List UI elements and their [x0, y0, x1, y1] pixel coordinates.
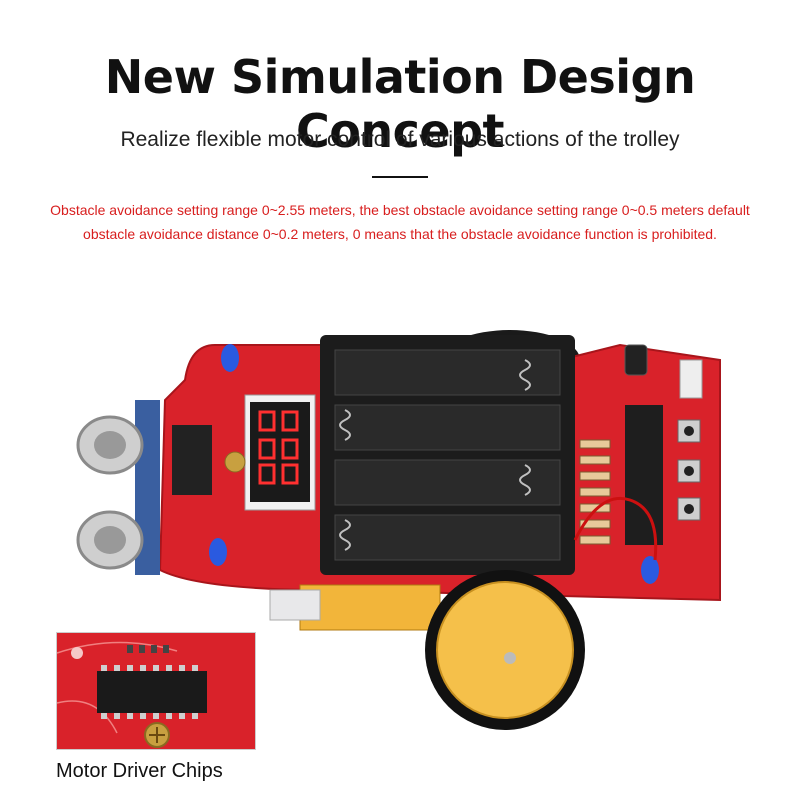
- page-subtitle: Realize flexible motor control of variou…: [120, 128, 680, 151]
- motor-gearbox: [299, 584, 441, 631]
- capacitor: [624, 344, 648, 376]
- driver-chip-large: [97, 671, 207, 713]
- driver-chip: [172, 425, 212, 495]
- title-divider: [372, 176, 428, 178]
- obstacle-avoidance-note: Obstacle avoidance setting range 0~2.55 …: [50, 202, 750, 242]
- led-bottom-left: [209, 538, 227, 566]
- driver-chip-inset: [56, 632, 256, 750]
- led-bottom-right: [641, 556, 659, 584]
- screw: [224, 451, 246, 473]
- power-switch: [679, 359, 703, 399]
- microcontroller-chip: [625, 405, 663, 545]
- smart-car-illustration: [76, 330, 721, 730]
- led-top-left: [221, 344, 239, 372]
- inset-caption: Motor Driver Chips: [56, 760, 223, 782]
- red-wire: [573, 496, 658, 561]
- driver-chip-closeup: [57, 633, 255, 749]
- resistor-array: [579, 439, 611, 545]
- page-title: New Simulation Design Concept: [104, 50, 696, 158]
